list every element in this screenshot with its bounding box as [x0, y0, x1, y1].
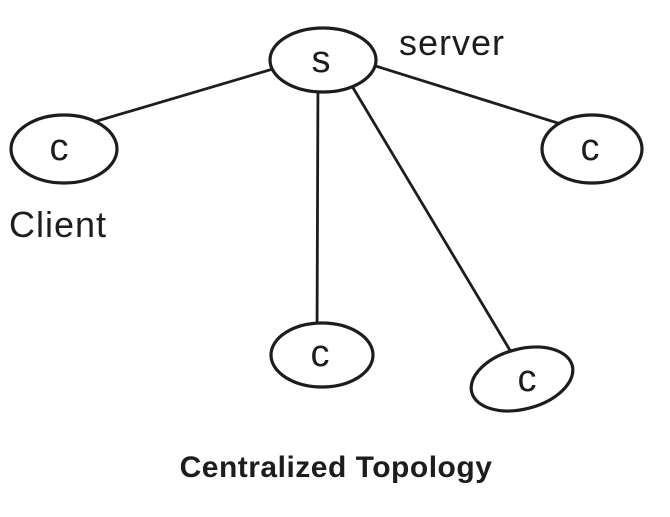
client-node-left: c — [9, 113, 119, 185]
diagram-title: Centralized Topology — [180, 451, 493, 484]
edge-server-to-client-bottom-center — [315, 73, 320, 342]
edge-server-to-client-bottom-right — [338, 64, 522, 369]
server-node: s — [268, 26, 378, 94]
client-node-right: c — [540, 113, 644, 185]
client-node-bottom-center-label: c — [311, 333, 330, 375]
client-node-bottom-right: c — [469, 345, 575, 413]
server-annotation: server — [399, 22, 505, 63]
client-annotation: Client — [9, 204, 107, 245]
edge-server-to-client-left — [68, 59, 302, 131]
edge-server-to-client-right — [348, 56, 582, 132]
server-node-label: s — [312, 39, 331, 81]
client-node-right-shape — [540, 113, 644, 185]
client-node-bottom-center: c — [269, 321, 375, 389]
client-node-left-label: c — [50, 127, 69, 169]
server-node-shape — [268, 26, 378, 94]
client-node-bottom-right-label: c — [518, 358, 537, 400]
client-node-left-shape — [9, 113, 119, 185]
edges — [68, 56, 582, 369]
client-node-right-label: c — [581, 127, 600, 169]
client-node-bottom-center-shape — [269, 321, 375, 389]
client-node-bottom-right-shape — [469, 345, 575, 413]
